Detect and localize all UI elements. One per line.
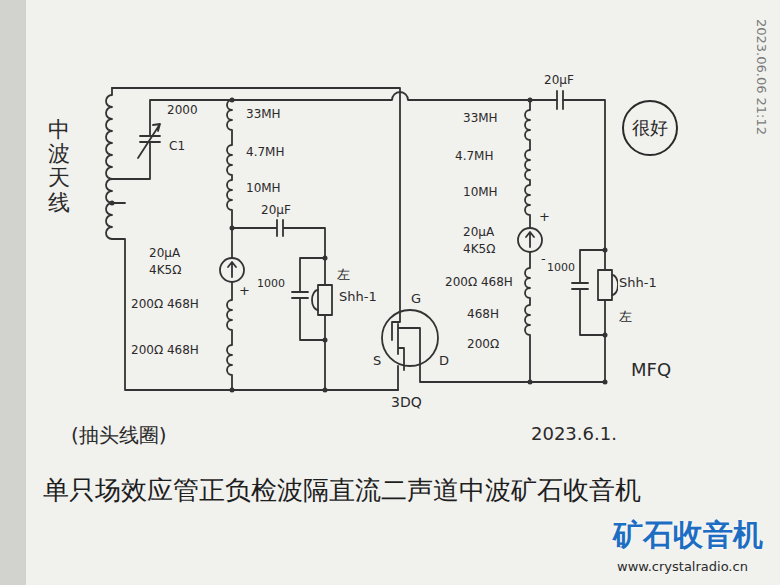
circuit-label: 4K5Ω bbox=[148, 264, 182, 278]
circuit-label: G bbox=[410, 292, 422, 307]
circuit-label: 4.7MH bbox=[245, 146, 285, 160]
circuit-label: 20μA bbox=[148, 247, 181, 261]
meter-symbol bbox=[220, 258, 244, 282]
earphone-symbol bbox=[318, 285, 332, 315]
circuit-label: 2023.6.1. bbox=[530, 424, 618, 445]
circuit-label: 2000 bbox=[166, 104, 199, 118]
circuit-label: 10MH bbox=[245, 182, 282, 196]
circuit-label: 20μF bbox=[260, 204, 292, 218]
circuit-label: 左 bbox=[618, 310, 633, 325]
circuit-label: 200Ω bbox=[466, 338, 500, 352]
circuit-label: + bbox=[538, 210, 551, 225]
fet-symbol bbox=[382, 310, 438, 366]
coupling-capacitor bbox=[557, 91, 563, 109]
junction-dots bbox=[110, 98, 608, 393]
fet-symbol bbox=[392, 312, 605, 390]
earphone-symbol bbox=[312, 290, 318, 310]
circuit-label: 4K5Ω bbox=[462, 243, 496, 257]
circuit-label: C1 bbox=[168, 140, 186, 154]
meter-symbol bbox=[518, 228, 542, 252]
note-text: 很好 bbox=[632, 116, 668, 140]
circuit-label: 4.7MH bbox=[454, 150, 494, 164]
notebook-edge bbox=[0, 0, 26, 585]
circuit-label: 矿石收音机 bbox=[612, 518, 764, 553]
meter-arrow bbox=[526, 232, 534, 247]
circled-note: 很好 bbox=[622, 100, 678, 156]
circuit-label: + bbox=[238, 284, 251, 299]
circuit-label: Shh-1 bbox=[618, 276, 658, 291]
circuit-label: 1000 bbox=[256, 278, 286, 291]
gate-wire bbox=[112, 88, 400, 312]
circuit-label: 左 bbox=[336, 268, 351, 283]
circuit-label: 200Ω 468H bbox=[130, 298, 200, 312]
circuit-label: 200Ω 468H bbox=[130, 344, 200, 358]
capacitor-symbol bbox=[292, 258, 325, 340]
circuit-label: (抽头线圈) bbox=[70, 424, 168, 447]
circuit-label: 20μF bbox=[543, 74, 575, 88]
variable-capacitor bbox=[112, 124, 160, 179]
ground-wire bbox=[112, 203, 398, 390]
circuit-label: 中波天线 bbox=[48, 118, 70, 215]
caption: 单只场效应管正负检波隔直流二声道中波矿石收音机 bbox=[42, 476, 642, 506]
inductor-column bbox=[227, 100, 232, 390]
circuit-label: 468H bbox=[466, 308, 500, 322]
circuit-label: 33MH bbox=[245, 108, 282, 122]
meter-arrow bbox=[228, 262, 236, 277]
circuit-label: 2023.06.06 21:12 bbox=[753, 18, 768, 136]
circuit-label: MFQ bbox=[630, 360, 672, 381]
signal-wire bbox=[150, 92, 605, 270]
circuit-label: 33MH bbox=[462, 112, 499, 126]
circuit-label: 200Ω 468H bbox=[444, 276, 514, 290]
circuit-label: Shh-1 bbox=[338, 290, 378, 305]
circuit-label: S bbox=[372, 354, 382, 369]
earphone-symbol bbox=[598, 270, 612, 300]
circuit-label: 3DQ bbox=[390, 394, 423, 410]
coupling-capacitor bbox=[232, 220, 325, 390]
circuit-label: www.crystalradio.cn bbox=[616, 560, 749, 575]
antenna-coil bbox=[106, 88, 112, 239]
circuit-label: D bbox=[438, 354, 450, 369]
circuit-label: 1000 bbox=[546, 262, 576, 275]
circuit-label: 20μA bbox=[462, 226, 495, 240]
circuit-label: 10MH bbox=[462, 186, 499, 200]
